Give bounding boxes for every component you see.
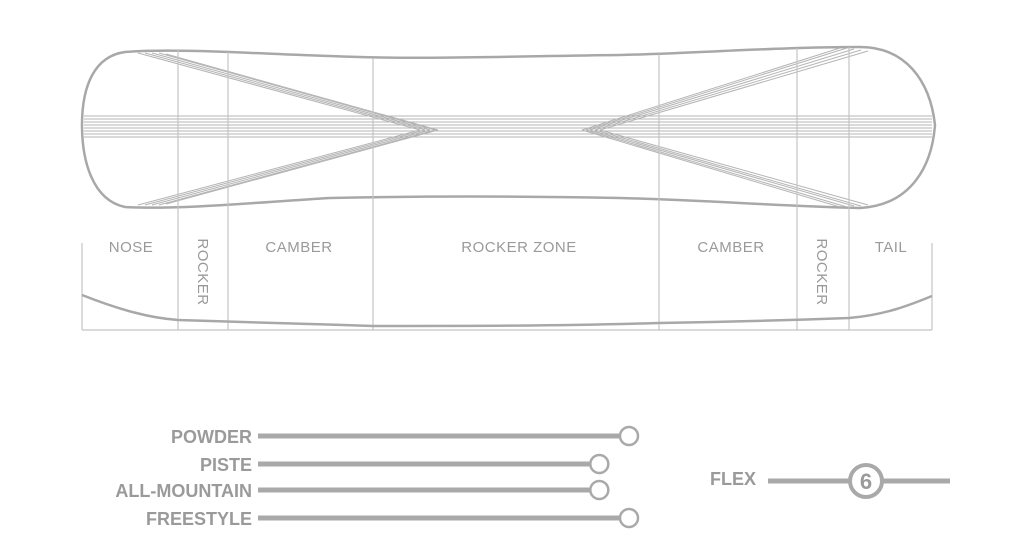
rating-label-freestyle: FREESTYLE xyxy=(146,509,252,529)
board-outline xyxy=(80,45,937,210)
side-profile-curve xyxy=(81,293,933,328)
flex-knob xyxy=(848,463,884,499)
zone-dividers xyxy=(177,47,850,330)
profile-frame xyxy=(81,243,933,331)
flex-label: FLEX xyxy=(710,469,756,489)
rating-knob-piste xyxy=(589,453,610,475)
rating-label-all-mountain: ALL-MOUNTAIN xyxy=(115,481,252,501)
terrain-ratings: POWDER PISTE ALL-MOUNTAIN FREESTYLE xyxy=(115,425,640,529)
rating-label-piste: PISTE xyxy=(200,455,252,475)
tail-diagonal-stripes xyxy=(581,47,869,208)
rating-knob-powder xyxy=(618,425,640,447)
zone-label-camber-front: CAMBER xyxy=(265,239,332,256)
nose-diagonal-stripes xyxy=(137,52,439,206)
zone-label-camber-rear: CAMBER xyxy=(697,239,764,256)
rating-knob-freestyle xyxy=(618,507,640,529)
flex-rating: FLEX 6 xyxy=(710,463,950,499)
zone-label-nose: NOSE xyxy=(109,239,154,256)
rating-knob-all-mountain xyxy=(589,479,610,501)
flex-value: 6 xyxy=(860,469,872,494)
zone-label-tail: TAIL xyxy=(875,239,908,256)
center-stripes xyxy=(84,115,932,138)
zone-label-rocker-zone: ROCKER ZONE xyxy=(461,239,577,256)
rating-label-powder: POWDER xyxy=(171,427,252,447)
zone-label-rocker-nose: ROCKER xyxy=(194,238,211,305)
zone-label-rocker-tail: ROCKER xyxy=(813,238,830,305)
